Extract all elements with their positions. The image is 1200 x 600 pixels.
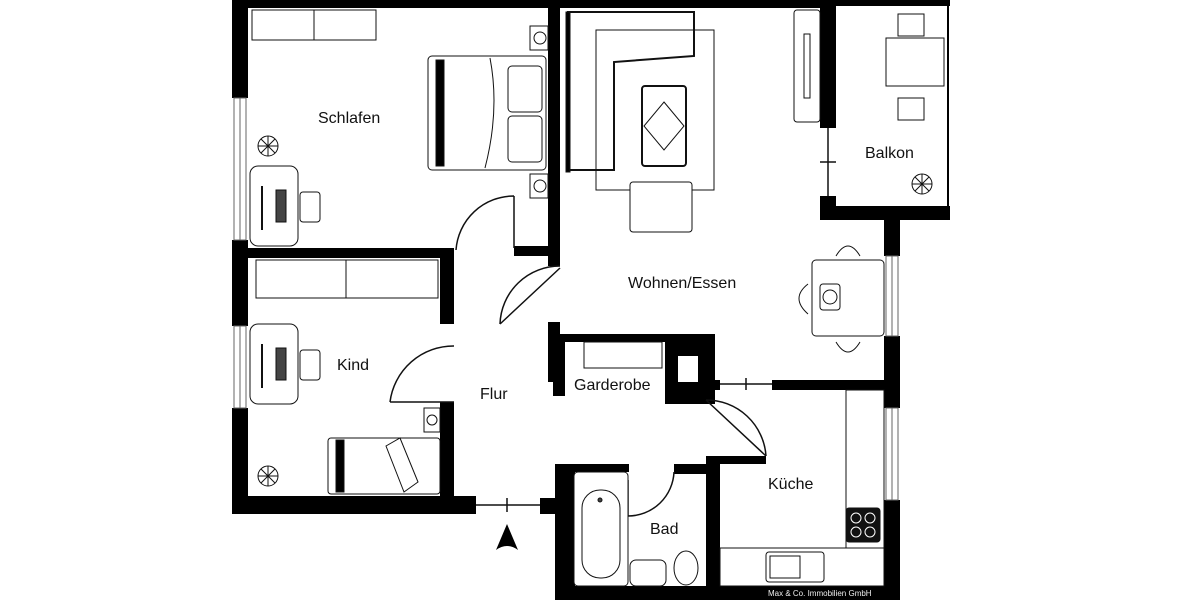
room-label-balkon: Balkon <box>865 145 914 162</box>
pillow-2 <box>507 115 543 163</box>
balkon-table <box>885 37 945 87</box>
pillow-1 <box>507 65 543 113</box>
dining-table <box>811 259 885 337</box>
room-label-kind: Kind <box>337 357 370 374</box>
dining-chair-1 <box>835 245 861 257</box>
wall-left-upper <box>232 0 248 98</box>
wall-schlafen-right <box>548 0 560 266</box>
wall-bad-left <box>555 464 575 600</box>
door-wohnen <box>499 265 561 325</box>
wall-bottom <box>555 586 900 600</box>
balkon-chair-1 <box>897 13 925 37</box>
wall-bad-top <box>555 464 629 472</box>
door-bad <box>627 471 675 517</box>
credit-text: Max & Co. Immobilien GmbH <box>768 589 872 598</box>
wall-schlafen-kind <box>232 248 454 258</box>
door-kueche <box>705 399 767 457</box>
wall-left-lower <box>232 408 248 514</box>
room-label-schlafen: Schlafen <box>318 110 381 127</box>
walls <box>232 0 950 600</box>
room-label-garderobe: Garderobe <box>574 377 651 394</box>
plant-icon <box>257 465 279 487</box>
single-bed <box>327 437 441 495</box>
wall-wohnen-kueche <box>772 380 892 390</box>
wall-kueche-door-stub <box>706 380 720 390</box>
room-label-bad: Bad <box>650 521 679 538</box>
door-kind <box>389 345 455 403</box>
furniture <box>249 9 945 587</box>
door-schlafen <box>455 195 515 251</box>
room-label-kueche: Küche <box>768 476 814 493</box>
wardrobe-kind-1 <box>255 259 347 299</box>
entrance-arrow-icon <box>496 524 518 550</box>
wall-entrance-right <box>540 498 560 514</box>
plant-icon <box>257 135 279 157</box>
windows <box>233 6 949 501</box>
toilet <box>673 550 699 586</box>
wall-top-balkon <box>830 0 950 6</box>
room-label-flur: Flur <box>480 386 508 403</box>
desk-schlafen <box>249 165 299 247</box>
chair-schlafen <box>299 191 321 223</box>
wardrobe-kind-2 <box>345 259 439 299</box>
wall-garderobe-top <box>553 334 713 342</box>
desk-kind <box>249 323 299 405</box>
cooktop <box>845 507 881 543</box>
wall-top <box>232 0 832 8</box>
dining-chair-2 <box>835 341 861 353</box>
wall-kind-right-lower <box>440 402 454 512</box>
wall-right-lower <box>884 500 900 600</box>
wall-left-mid <box>232 240 248 326</box>
dining-chair-3 <box>798 283 809 315</box>
doors <box>389 128 836 517</box>
wall-garderobe-left <box>553 334 565 396</box>
garderobe-cabinet <box>583 341 663 369</box>
wall-flur-kueche <box>706 456 766 464</box>
wall-balkon-left <box>820 0 836 128</box>
wall-schlafen-door-stub <box>514 246 560 256</box>
plant-icon <box>911 173 933 195</box>
wall-bad-right <box>706 456 720 600</box>
wall-bottom-kind <box>232 496 476 514</box>
balkon-chair-2 <box>897 97 925 121</box>
wall-right-mid <box>884 336 900 408</box>
armchair <box>629 181 693 233</box>
wardrobe-schlafen-1 <box>251 9 315 41</box>
wall-kind-right-upper <box>440 248 454 324</box>
wall-right-upper <box>884 206 900 256</box>
room-label-wohnen-essen: Wohnen/Essen <box>628 275 737 292</box>
garderobe-niche <box>678 356 698 382</box>
garderobe-niche-left <box>568 344 576 360</box>
washbasin <box>629 559 667 587</box>
wall-bad-top-right <box>674 464 720 474</box>
wardrobe-schlafen-2 <box>313 9 377 41</box>
chair-kind <box>299 349 321 381</box>
